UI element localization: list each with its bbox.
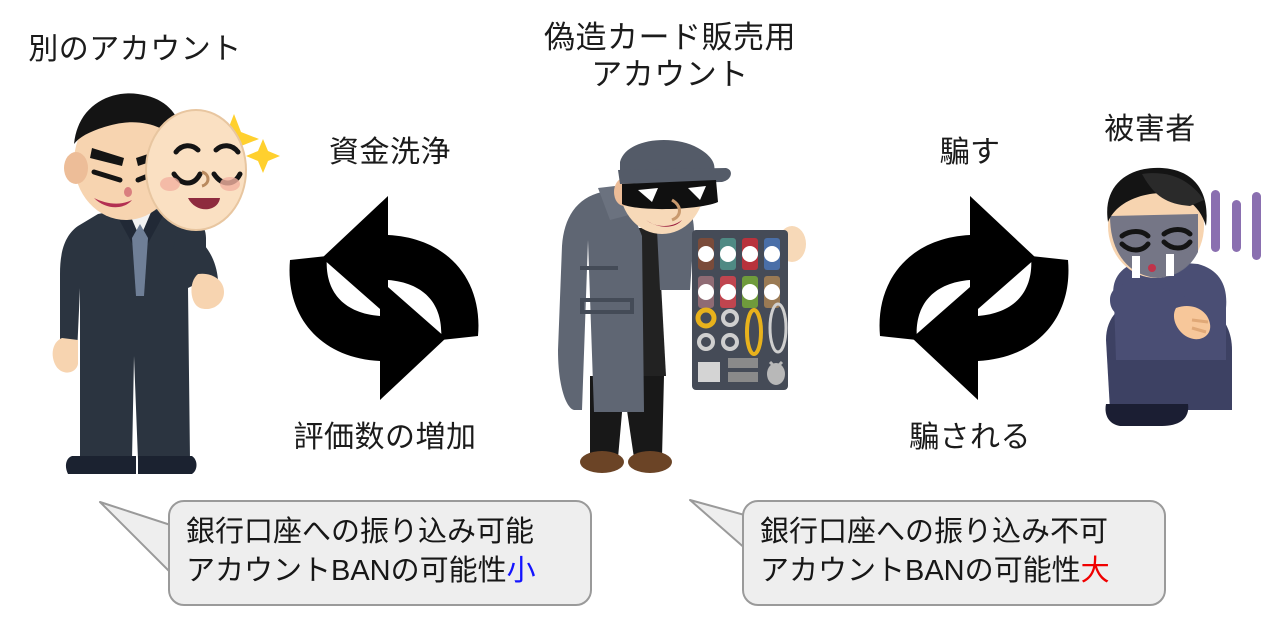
label-victim: 被害者 <box>1104 113 1196 146</box>
right-bubble-emphasis: 大 <box>1080 555 1110 587</box>
left-bubble: 銀行口座への振り込み可能 アカウントBANの可能性小 <box>168 500 592 606</box>
two-way-arrow-icon-left <box>289 196 479 400</box>
depressed-victim-illustration <box>1105 167 1261 426</box>
two-way-arrow-icon-right <box>879 196 1069 400</box>
left-bubble-line-1: 銀行口座への振り込み可能 <box>186 515 535 548</box>
right-bubble-line-1: 銀行口座への振り込み不可 <box>760 515 1109 548</box>
gloom-lines-icon <box>1211 190 1261 260</box>
left-bubble-line-2: アカウントBANの可能性小 <box>186 552 576 591</box>
flow-label-rating-increase: 評価数の増加 <box>293 421 477 454</box>
left-bubble-emphasis: 小 <box>506 555 536 587</box>
right-bubble-line-2-prefix: アカウントBANの可能性 <box>760 555 1081 587</box>
right-bubble-line-2: アカウントBANの可能性大 <box>760 552 1150 591</box>
left-bubble-line-2-prefix: アカウントBANの可能性 <box>186 555 507 587</box>
label-center-account: 偽造カード販売用 アカウント <box>544 20 796 92</box>
black-market-dealer-illustration <box>558 139 806 473</box>
man-with-mask-illustration <box>52 93 280 474</box>
right-bubble: 銀行口座への振り込み不可 アカウントBANの可能性大 <box>742 500 1166 606</box>
flow-label-deceive: 騙す <box>939 136 1001 169</box>
label-left-account: 別のアカウント <box>28 33 242 66</box>
flow-label-being-deceived: 騙される <box>909 421 1031 454</box>
flow-label-money-laundering: 資金洗浄 <box>329 136 451 169</box>
